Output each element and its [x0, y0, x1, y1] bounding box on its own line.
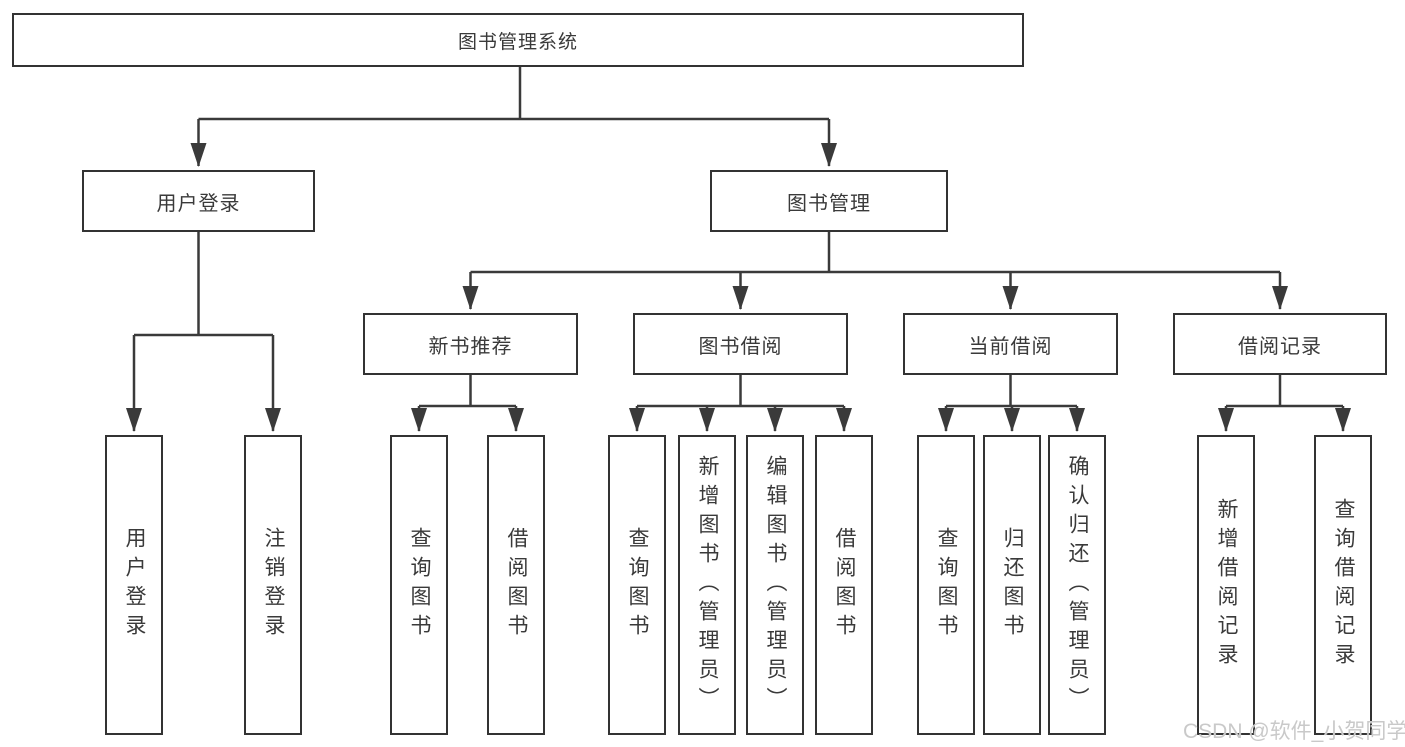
leaf-label: 查询借阅记录 [1332, 498, 1355, 672]
leaf-label: 归还图书 [1001, 527, 1024, 643]
leaf-label: 注销登录 [262, 527, 285, 643]
csdn-watermark: CSDN @软件_小贺同学 [1183, 720, 1405, 743]
leaf-query-borrow-record: 查询借阅记录 [1314, 435, 1372, 735]
leaf-label: 查询图书 [935, 527, 958, 643]
leaf-label: 借阅图书 [505, 527, 528, 643]
leaf-label: 新增图书（管理员） [696, 454, 719, 716]
node-user-login: 用户登录 [82, 170, 315, 232]
leaf-label: 用户登录 [123, 527, 146, 643]
leaf-label: 查询图书 [408, 527, 431, 643]
leaf-return-book: 归还图书 [983, 435, 1041, 735]
leaf-label: 借阅图书 [833, 527, 856, 643]
node-book-management: 图书管理 [710, 170, 948, 232]
leaf-confirm-return-admin: 确认归还（管理员） [1048, 435, 1106, 735]
leaf-add-borrow-record: 新增借阅记录 [1197, 435, 1255, 735]
leaf-query-book: 查询图书 [917, 435, 975, 735]
node-current-borrow: 当前借阅 [903, 313, 1118, 375]
leaf-borrow-book: 借阅图书 [815, 435, 873, 735]
leaf-query-book: 查询图书 [390, 435, 448, 735]
leaf-label: 确认归还（管理员） [1066, 454, 1089, 716]
leaf-add-book-admin: 新增图书（管理员） [678, 435, 736, 735]
node-root-system: 图书管理系统 [12, 13, 1024, 67]
node-new-book-recommend: 新书推荐 [363, 313, 578, 375]
leaf-borrow-book: 借阅图书 [487, 435, 545, 735]
connector-path [637, 375, 844, 408]
connector-path [198, 67, 829, 121]
node-borrow-records: 借阅记录 [1173, 313, 1387, 375]
leaf-label: 编辑图书（管理员） [764, 454, 787, 716]
node-book-borrow: 图书借阅 [633, 313, 848, 375]
leaf-user-login: 用户登录 [105, 435, 163, 735]
leaf-label: 查询图书 [626, 527, 649, 643]
leaf-query-book: 查询图书 [608, 435, 666, 735]
connector-path [946, 375, 1077, 408]
connector-path [470, 232, 1280, 274]
leaf-edit-book-admin: 编辑图书（管理员） [746, 435, 804, 735]
connector-path [1226, 375, 1343, 408]
leaf-logout-login: 注销登录 [244, 435, 302, 735]
connector-path [419, 375, 516, 408]
connector-path [134, 232, 273, 337]
leaf-label: 新增借阅记录 [1215, 498, 1238, 672]
